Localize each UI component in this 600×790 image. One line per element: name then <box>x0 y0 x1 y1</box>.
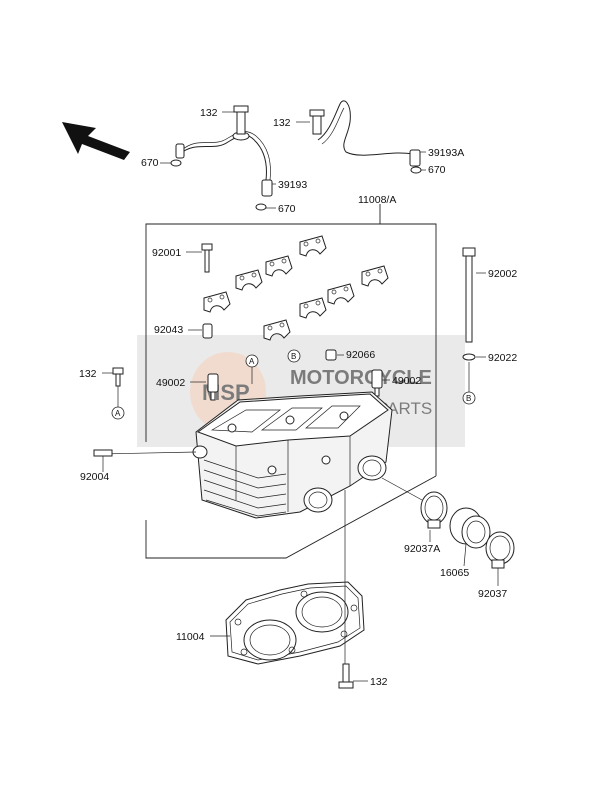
carb-holder-16065 <box>449 507 491 549</box>
label-92022: 92022 <box>488 352 517 364</box>
label-16065: 16065 <box>440 567 469 579</box>
label-49002-left: 49002 <box>156 377 185 389</box>
oil-pipe-left <box>170 105 273 211</box>
label-92037: 92037 <box>478 588 507 600</box>
label-670-mid: 670 <box>278 203 296 215</box>
svg-text:A: A <box>249 357 255 366</box>
label-92066: 92066 <box>346 349 375 361</box>
label-670-left: 670 <box>141 157 159 169</box>
clamp-92037a <box>381 477 448 529</box>
label-132-top-right: 132 <box>273 117 291 129</box>
plug-92066 <box>325 349 337 361</box>
svg-text:B: B <box>466 394 471 403</box>
ref-marker-a-left: A <box>111 367 125 420</box>
cam-caps <box>203 235 389 341</box>
head-group-frame <box>145 204 437 559</box>
label-92002: 92002 <box>488 268 517 280</box>
label-11004: 11004 <box>176 631 205 643</box>
label-group-right: 92037A 16065 92037 <box>404 530 507 600</box>
label-132-bottom: 132 <box>370 676 388 688</box>
watermark-line1: MOTORCYCLE <box>290 367 432 389</box>
svg-text:B: B <box>291 352 296 361</box>
label-39193a: 39193A <box>428 147 464 159</box>
label-49002-right: 49002 <box>392 375 421 387</box>
sensor-49002-right <box>371 369 383 397</box>
head-bolt-92002 <box>462 247 476 361</box>
oil-pipe-right <box>309 100 422 174</box>
label-39193: 39193 <box>278 179 307 191</box>
cam-cap-bolt-92001 <box>201 243 213 273</box>
label-group-bottom: 11004 132 <box>176 631 388 688</box>
head-gasket-11004 <box>225 581 365 665</box>
ref-marker-b-right: B <box>462 362 476 405</box>
label-670-right: 670 <box>428 164 446 176</box>
label-92037a: 92037A <box>404 543 440 555</box>
bolt-132-bottom <box>338 490 354 689</box>
label-group-mid: 92001 92002 92043 92066 92022 132 49002 … <box>79 247 517 483</box>
svg-text:A: A <box>115 409 121 418</box>
sensor-49002-left <box>207 373 219 401</box>
label-92043: 92043 <box>154 324 183 336</box>
label-11008a: 11008/A <box>358 194 396 206</box>
label-92001: 92001 <box>152 247 181 259</box>
label-group-top: 132 132 670 39193 670 39193A 670 11008/A <box>141 107 464 215</box>
direction-arrow-icon <box>62 122 130 160</box>
label-132-top-left: 132 <box>200 107 218 119</box>
label-132-left: 132 <box>79 368 97 380</box>
dowel-pin-92043 <box>202 323 213 339</box>
stud-92004 <box>93 449 197 472</box>
ref-marker-b-top: B <box>287 349 301 363</box>
clamp-92037 <box>485 531 515 569</box>
ref-marker-a-top: A <box>245 354 259 384</box>
label-92004: 92004 <box>80 471 109 483</box>
cylinder-head <box>192 391 393 519</box>
